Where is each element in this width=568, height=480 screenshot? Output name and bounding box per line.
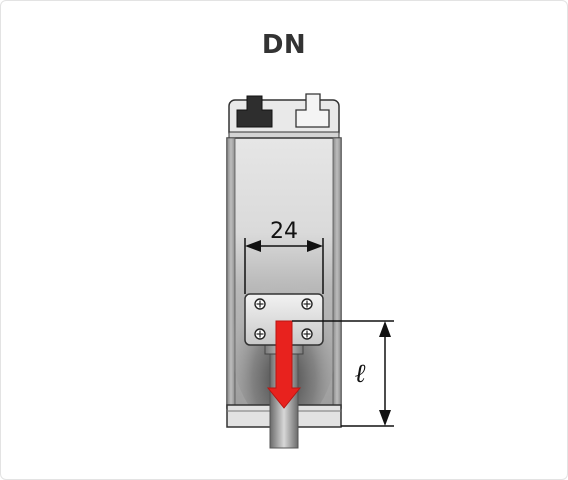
width-dimension-label: 24 [270, 219, 298, 244]
body-right-rail [332, 137, 342, 409]
length-arrowhead-bottom [379, 410, 391, 426]
length-arrowhead-top [379, 321, 391, 337]
right-latch [295, 93, 330, 128]
width-dimension [244, 238, 324, 294]
left-latch [236, 95, 273, 128]
figure-title: DN [261, 30, 307, 60]
width-arrowhead-right [307, 240, 323, 252]
length-dimension [292, 320, 394, 427]
length-dimension-label: ℓ [355, 359, 366, 389]
body-left-rail [226, 137, 236, 409]
width-arrowhead-left [245, 240, 261, 252]
cable-direction-arrow [266, 320, 302, 409]
